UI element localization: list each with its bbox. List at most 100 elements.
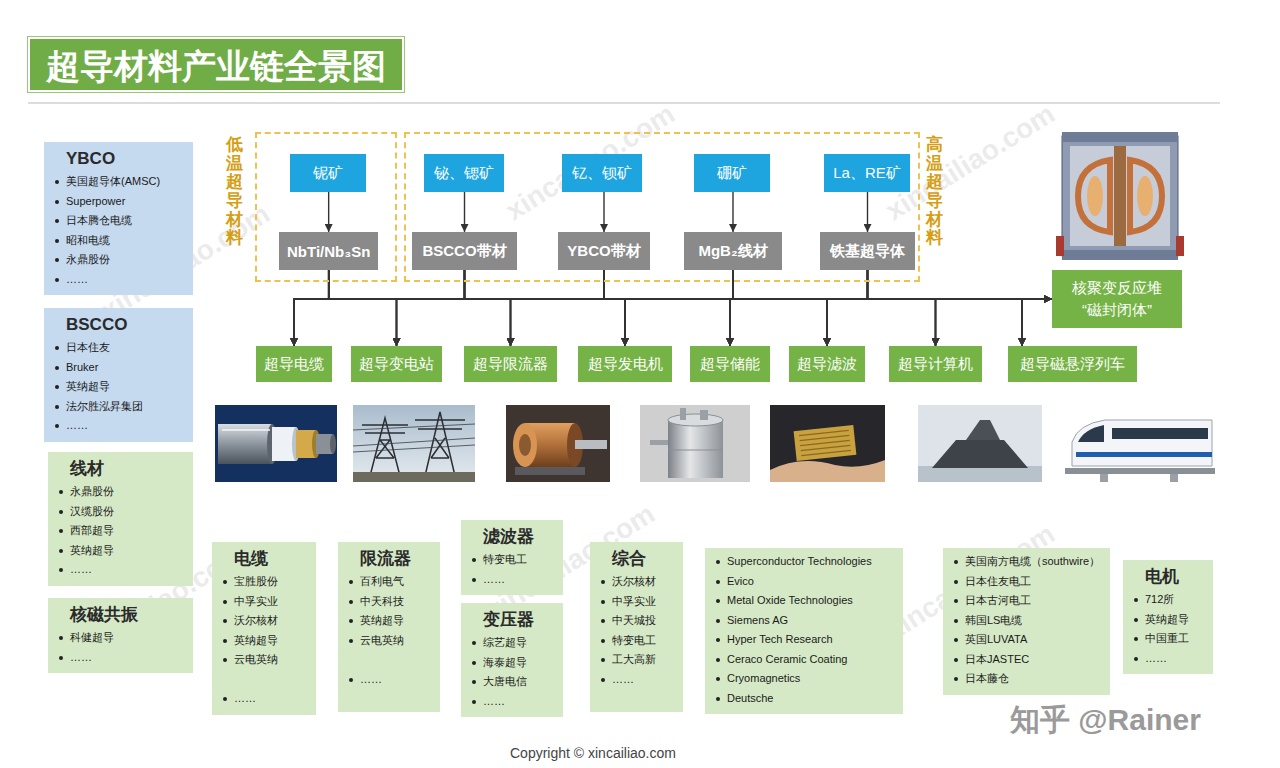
copyright-note: Copyright © xincailiao.com <box>510 745 676 761</box>
generator-photo <box>515 467 585 475</box>
fusion-reactor-picture <box>1056 236 1064 256</box>
box-label: BSCCO带材 <box>422 242 506 261</box>
application-box: 超导发电机 <box>578 346 672 382</box>
company-list: 电缆宝胜股份中孚实业沃尔核材英纳超导云电英纳…… <box>212 542 316 715</box>
company-name: …… <box>598 670 673 690</box>
ore-box: 硼矿 <box>694 154 770 192</box>
box-label: 超导发电机 <box>588 355 663 374</box>
company-name: …… <box>1131 649 1203 669</box>
material-box: 铁基超导体 <box>820 232 915 270</box>
maglev-photo <box>1065 405 1215 482</box>
material-box: YBCO带材 <box>558 232 650 270</box>
chip-photo <box>800 435 850 440</box>
fusion-reactor-picture <box>1114 146 1126 246</box>
box-label: 铋、锶矿 <box>434 164 494 183</box>
connector <box>465 270 1053 299</box>
company-list: Superconductor TechnologiesEvicoMetal Ox… <box>705 548 903 714</box>
cable-photo <box>218 424 272 464</box>
company-name: 美国超导体(AMSC) <box>52 172 183 192</box>
company-name: …… <box>346 670 430 690</box>
company-name: Siemens AG <box>713 611 893 631</box>
box-label: 超导限流器 <box>473 355 548 374</box>
company-name: …… <box>52 416 183 436</box>
company-name: 特变电工 <box>598 631 673 651</box>
fusion-reactor-picture <box>1130 160 1162 232</box>
substation-photo <box>362 418 408 476</box>
company-name: 海泰超导 <box>469 653 553 673</box>
company-name: 综艺超导 <box>469 633 553 653</box>
cryostat-photo <box>668 420 723 478</box>
company-name: 日本古河电工 <box>951 591 1100 611</box>
material-group: 高温超导材料铋、锶矿BSCCO带材钇、钡矿YBCO带材硼矿MgB₂线材La、RE… <box>404 132 920 282</box>
box-label: 超导磁悬浮列车 <box>1020 355 1125 374</box>
chip-photo <box>794 425 857 461</box>
ore-box: 铋、锶矿 <box>424 154 504 192</box>
application-box: 超导变电站 <box>351 346 442 382</box>
company-name: 英纳超导 <box>56 541 183 561</box>
company-name: Hyper Tech Research <box>713 630 893 650</box>
company-list: 限流器百利电气中天科技英纳超导云电英纳…… <box>338 542 440 712</box>
company-list: 变压器综艺超导海泰超导大唐电信…… <box>461 603 563 717</box>
fusion-reactor-picture <box>1078 160 1110 232</box>
fusion-reactor-picture <box>1062 250 1178 260</box>
company-name: 云电英纳 <box>346 631 430 651</box>
generator-photo <box>513 423 537 467</box>
cable-photo <box>330 434 336 454</box>
connector <box>733 270 1052 299</box>
box-label: 超导电缆 <box>264 355 324 374</box>
substation-photo <box>353 472 475 482</box>
company-list: YBCO美国超导体(AMSC)Superpower日本腾仓电缆昭和电缆永鼎股份…… <box>44 142 193 295</box>
chip-photo <box>800 440 850 445</box>
list-heading: YBCO <box>52 146 183 172</box>
maglev-photo <box>1078 425 1104 442</box>
company-name: 百利电气 <box>346 572 430 592</box>
list-heading: 滤波器 <box>469 524 553 550</box>
substation-photo <box>415 412 465 476</box>
list-heading: 电机 <box>1131 564 1203 590</box>
box-label: 铌矿 <box>313 164 343 183</box>
maglev-photo <box>1065 405 1215 482</box>
box-label: 硼矿 <box>717 164 747 183</box>
connector <box>732 192 733 232</box>
title-banner: 超导材料产业链全景图 <box>28 37 404 92</box>
company-name: 永鼎股份 <box>52 250 183 270</box>
fusion-reactor-picture <box>1087 176 1103 216</box>
box-label: NbTi/Nb₃Sn <box>287 243 370 260</box>
substation-photo <box>353 424 475 452</box>
generator-photo <box>575 440 607 449</box>
company-list: 核磁共振科健超导…… <box>48 598 193 673</box>
substation-photo <box>353 405 475 482</box>
application-box: 超导磁悬浮列车 <box>1008 346 1137 382</box>
ship-photo <box>932 440 1028 468</box>
connector <box>604 270 1052 299</box>
application-box: 超导电缆 <box>256 346 332 382</box>
company-name: …… <box>469 692 553 712</box>
box-label: 核聚变反应堆 “磁封闭体” <box>1062 277 1172 321</box>
cryostat-photo <box>700 410 708 420</box>
box-label: 铁基超导体 <box>830 242 905 261</box>
fusion-reactor-picture <box>1056 132 1184 260</box>
company-name: 特变电工 <box>469 550 553 570</box>
fusion-box: 核聚变反应堆 “磁封闭体” <box>1052 270 1182 328</box>
cryostat-photo <box>668 414 723 426</box>
company-name: 大唐电信 <box>469 672 553 692</box>
company-name: 日本住友电工 <box>951 572 1100 592</box>
company-name: 中国重工 <box>1131 629 1203 649</box>
substation-photo <box>353 405 475 482</box>
company-name: …… <box>52 270 183 290</box>
cryostat-photo <box>640 405 750 482</box>
box-label: La、RE矿 <box>833 164 901 183</box>
box-label: 超导变电站 <box>359 355 434 374</box>
company-name: 汉缆股份 <box>56 502 183 522</box>
company-name: 英国LUVATA <box>951 630 1100 650</box>
application-box: 超导滤波 <box>789 346 865 382</box>
application-box: 超导储能 <box>690 346 770 382</box>
box-label: YBCO带材 <box>567 242 640 261</box>
connector <box>868 270 1053 299</box>
company-name: 712所 <box>1131 590 1203 610</box>
company-name: 沃尔核材 <box>220 611 306 631</box>
maglev-photo <box>1100 474 1108 482</box>
company-name: Superpower <box>52 192 183 212</box>
ore-box: 铌矿 <box>290 154 366 192</box>
